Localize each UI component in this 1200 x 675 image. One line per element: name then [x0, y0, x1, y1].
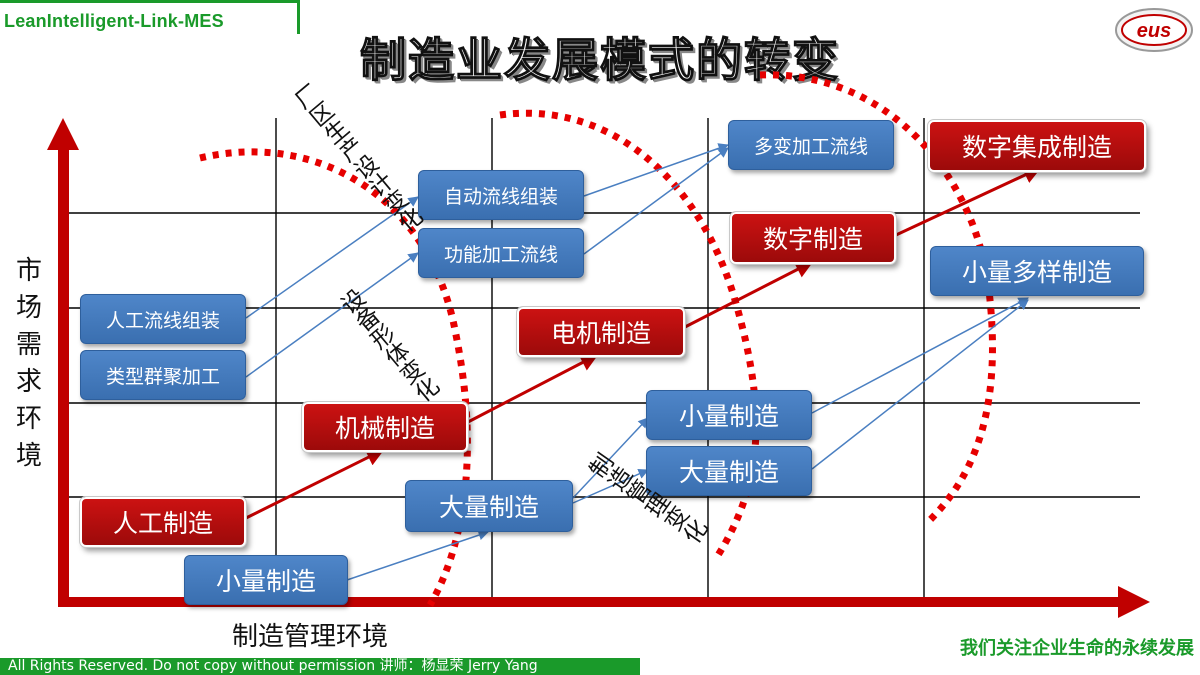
node-mass-manufacturing: 大量制造 [646, 446, 812, 496]
node-small-batch: 小量制造 [184, 555, 348, 605]
node-variable-processing-line: 多变加工流线 [728, 120, 894, 170]
y-axis-char: 需 [15, 330, 42, 360]
node-mechanical-manufacturing: 机械制造 [301, 401, 469, 453]
node-manual-manufacturing: 人工制造 [79, 496, 247, 548]
node-function-processing-line: 功能加工流线 [418, 228, 584, 278]
logo-text: eus [1137, 20, 1171, 42]
blue-flow-arrows [245, 143, 1029, 581]
page-title: 制造业发展模式的转变 [359, 32, 840, 87]
node-electric-manufacturing: 电机制造 [516, 306, 686, 358]
footer-copyright: All Rights Reserved. Do not copy without… [0, 658, 640, 675]
red-main-path [245, 166, 1042, 520]
y-axis-char: 环 [15, 404, 42, 434]
axes [47, 118, 1150, 618]
node-small-batch: 小量制造 [646, 390, 812, 440]
x-axis-label: 制造管理环境 [232, 622, 389, 652]
node-small-batch-variety-manufacturing: 小量多样制造 [930, 246, 1144, 296]
y-axis-char: 市 [15, 256, 42, 286]
company-logo: eus [1115, 8, 1193, 52]
node-digital-manufacturing: 数字制造 [729, 211, 897, 265]
y-axis-char: 求 [15, 367, 42, 397]
node-mass-manufacturing: 大量制造 [405, 480, 573, 532]
slogan: 我们关注企业生命的永续发展 [960, 638, 1194, 659]
brand-bar: LeanIntelligent-Link-MES [0, 0, 300, 34]
node-manual-line-assembly: 人工流线组装 [80, 294, 246, 344]
y-axis-char: 境 [15, 441, 42, 471]
node-auto-line-assembly: 自动流线组装 [418, 170, 584, 220]
node-digital-integrated-manufacturing: 数字集成制造 [927, 119, 1147, 173]
y-axis-char: 场 [15, 293, 42, 323]
node-type-cluster-processing: 类型群聚加工 [80, 350, 246, 400]
brand-name: LeanIntelligent-Link-MES [4, 11, 224, 31]
